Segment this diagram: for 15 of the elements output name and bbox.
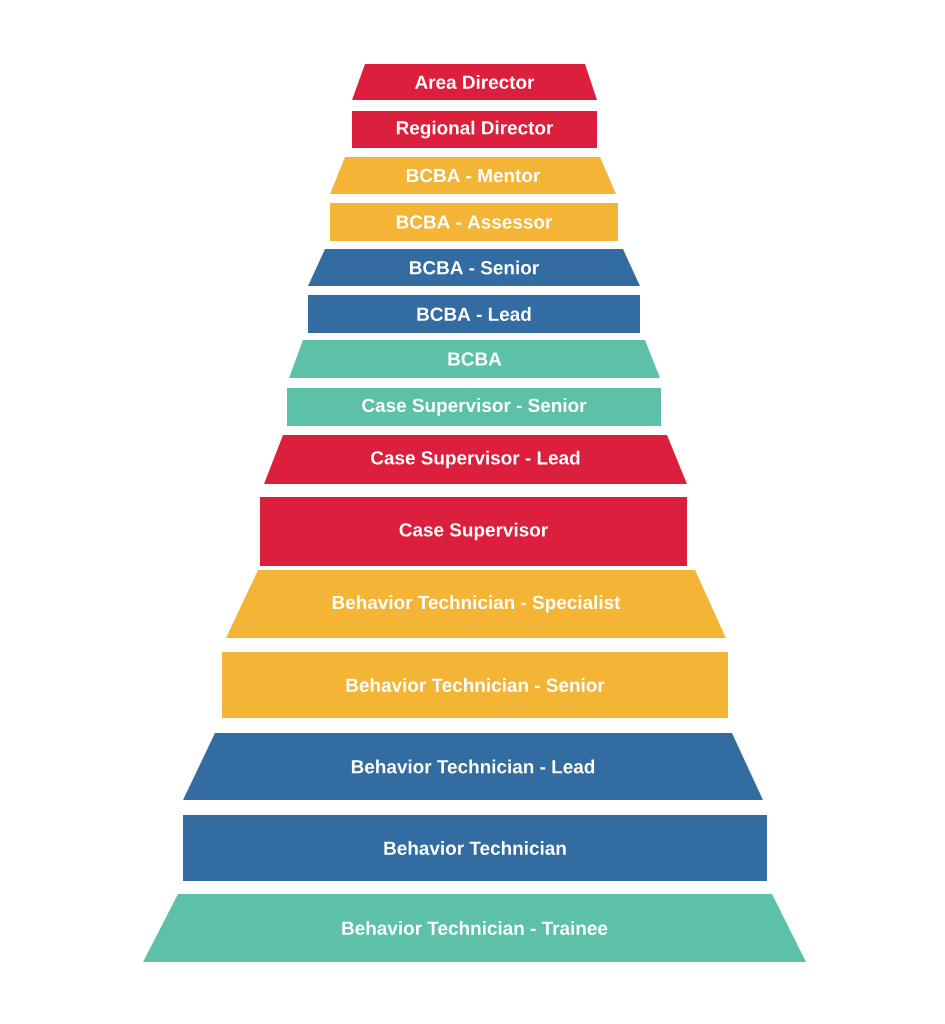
- rectangle-band: Case Supervisor - Senior: [287, 388, 661, 426]
- rectangle-band: Behavior Technician - Senior: [222, 652, 728, 718]
- trapezoid-band: Behavior Technician - Specialist: [226, 570, 726, 638]
- trapezoid-band: Case Supervisor - Lead: [264, 435, 687, 484]
- trapezoid-band: Behavior Technician - Lead: [183, 733, 763, 800]
- trapezoid-band: BCBA - Mentor: [330, 157, 616, 194]
- rectangle-band: BCBA - Assessor: [330, 203, 618, 241]
- rectangle-band: Behavior Technician: [183, 815, 767, 881]
- trapezoid-band: Area Director: [352, 64, 597, 100]
- trapezoid-band: BCBA - Senior: [308, 249, 640, 286]
- rectangle-band: BCBA - Lead: [308, 295, 640, 333]
- rectangle-band: Case Supervisor: [260, 497, 687, 566]
- trapezoid-band: Behavior Technician - Trainee: [143, 894, 806, 962]
- rectangle-band: Regional Director: [352, 111, 597, 148]
- trapezoid-band: BCBA: [289, 340, 660, 378]
